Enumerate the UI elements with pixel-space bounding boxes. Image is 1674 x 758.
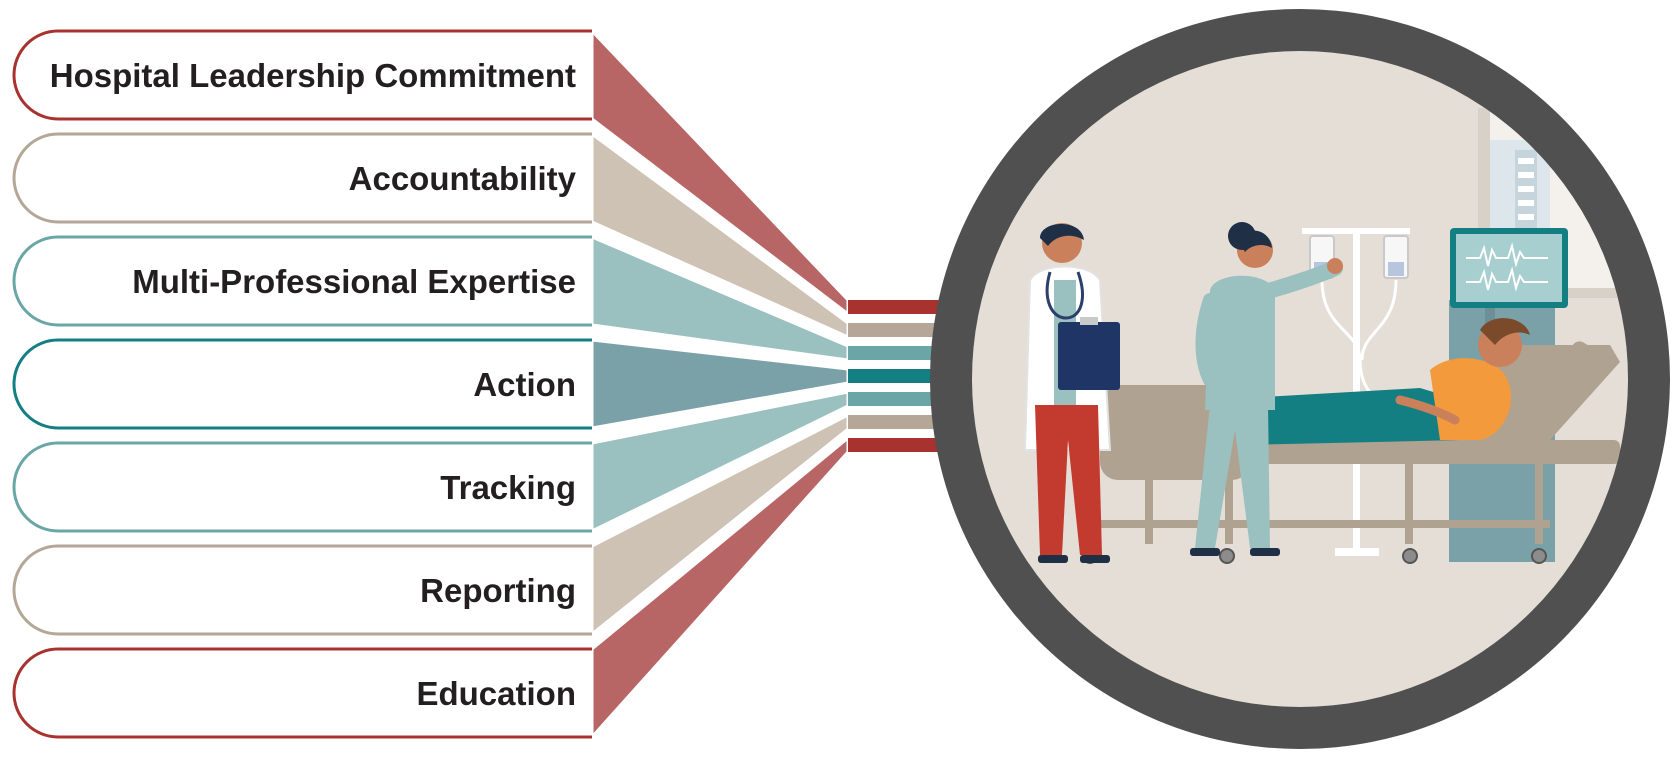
heart-monitor-icon — [1450, 228, 1568, 308]
element-label: Education — [416, 675, 576, 712]
clipboard-icon — [1058, 322, 1120, 390]
hospital-illustration — [930, 9, 1670, 749]
doctor-icon — [1023, 223, 1120, 563]
element-label: Reporting — [420, 572, 576, 609]
element-list: Hospital Leadership CommitmentAccountabi… — [12, 29, 592, 739]
element-pill — [12, 544, 592, 636]
patient-icon — [1245, 318, 1530, 445]
funnel-connectors — [590, 27, 850, 741]
element-label: Accountability — [349, 160, 577, 197]
element-pill — [12, 647, 592, 739]
element-pill — [12, 235, 592, 327]
element-label: Multi-Professional Expertise — [132, 263, 576, 300]
nurse-icon — [1190, 222, 1343, 556]
element-pill — [12, 441, 592, 533]
element-pill — [12, 29, 592, 121]
element-label: Action — [473, 366, 576, 403]
element-pill — [12, 132, 592, 224]
element-pill — [12, 338, 592, 430]
element-label: Tracking — [440, 469, 576, 506]
element-label: Hospital Leadership Commitment — [50, 57, 576, 94]
